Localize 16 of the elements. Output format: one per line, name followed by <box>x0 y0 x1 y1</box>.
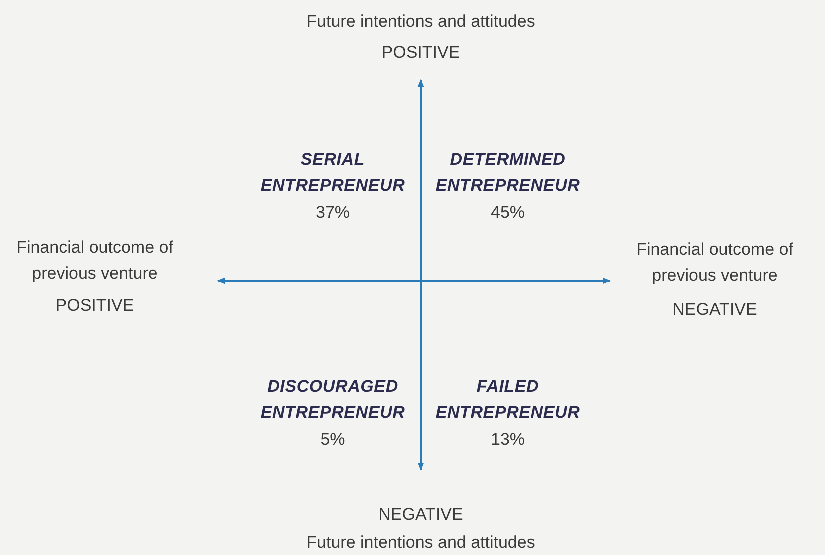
percentage: 13% <box>490 429 526 451</box>
percentage: 37% <box>314 202 352 224</box>
axis-label: NEGATIVE <box>672 299 758 321</box>
percentage: 45% <box>490 202 526 224</box>
quadrant-title: FAILED ENTREPRENEUR <box>434 376 582 424</box>
quadrant-title: DETERMINED ENTREPRENEUR <box>434 149 582 197</box>
percentage: 5% <box>320 429 346 451</box>
axis-label: POSITIVE <box>380 42 462 64</box>
axis-label: Financial outcome of previous venture <box>636 239 794 287</box>
quadrant-title: DISCOURAGED ENTREPRENEUR <box>260 376 406 424</box>
axis-label: POSITIVE <box>54 295 136 317</box>
axis-label: Future intentions and attitudes <box>306 532 536 554</box>
axis-label: NEGATIVE <box>378 504 464 526</box>
quadrant-title: SERIAL ENTREPRENEUR <box>260 149 406 197</box>
axis-label: Financial outcome of previous venture <box>16 237 174 285</box>
axis-label: Future intentions and attitudes <box>306 11 536 33</box>
